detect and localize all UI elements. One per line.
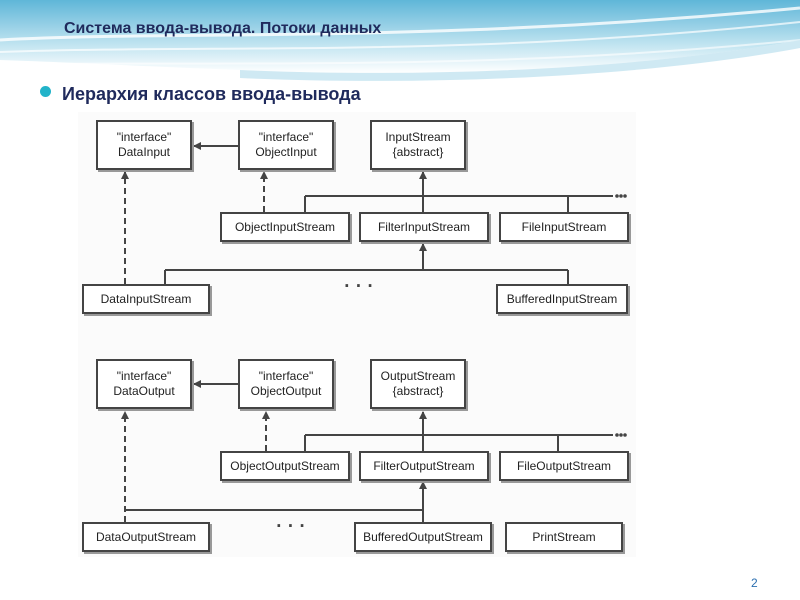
inputstream-box: InputStream {abstract} [370,120,466,170]
objectinput-interface-box: "interface" ObjectInput [238,120,334,170]
bullet-icon [40,86,51,97]
printstream-box: PrintStream [505,522,623,552]
datainputstream-box: DataInputStream [82,284,210,314]
outputstream-box: OutputStream {abstract} [370,359,466,409]
objectoutput-interface-box: "interface" ObjectOutput [238,359,334,409]
bullet-text: Иерархия классов ввода-вывода [62,84,361,104]
fileinputstream-box: FileInputStream [499,212,629,242]
objectinputstream-box: ObjectInputStream [220,212,350,242]
output-ellipsis: ... [274,512,309,531]
bufferedinputstream-box: BufferedInputStream [496,284,628,314]
page-number: 2 [751,576,758,590]
class-hierarchy-diagram: "interface" DataInput "interface" Object… [78,112,636,557]
diagram-connectors [121,142,627,522]
bufferedoutputstream-box: BufferedOutputStream [354,522,492,552]
dataoutput-interface-box: "interface" DataOutput [96,359,192,409]
dataoutputstream-box: DataOutputStream [82,522,210,552]
objectoutputstream-box: ObjectOutputStream [220,451,350,481]
header-wave [0,0,800,81]
datainput-interface-box: "interface" DataInput [96,120,192,170]
slide-title: Система ввода-вывода. Потоки данных [64,20,382,37]
filteroutputstream-box: FilterOutputStream [359,451,489,481]
input-ellipsis: ... [342,272,377,291]
filterinputstream-box: FilterInputStream [359,212,489,242]
fileoutputstream-box: FileOutputStream [499,451,629,481]
